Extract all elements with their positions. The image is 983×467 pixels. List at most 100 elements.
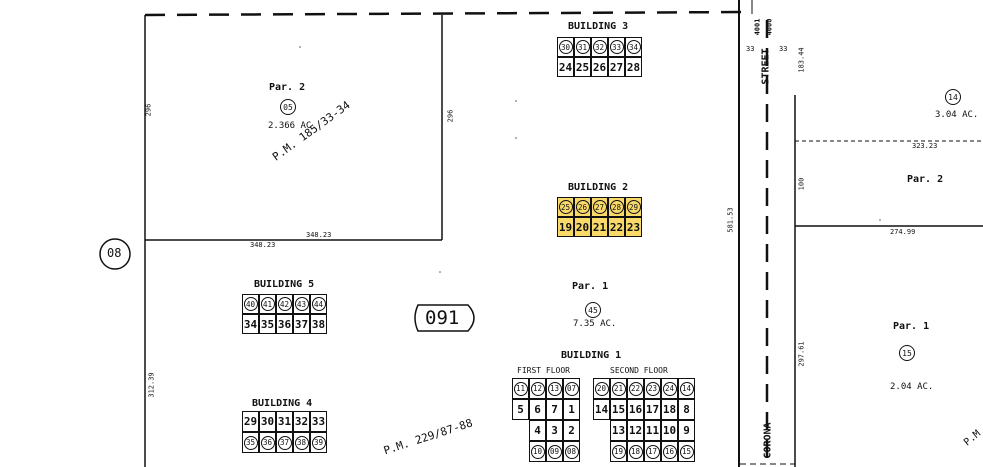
- unit-cell: 18: [661, 399, 678, 420]
- unit-number: 40: [243, 297, 258, 311]
- top-boundary-line: [144, 10, 753, 17]
- unit-cell: 4: [529, 420, 546, 441]
- parcel-1-number: 45: [585, 302, 601, 318]
- unit-cell: 24: [557, 57, 574, 77]
- unit-cell: 32: [591, 37, 608, 57]
- unit-cell: 14: [593, 399, 610, 420]
- unit-cell: 24: [661, 378, 678, 399]
- unit-cell: 39: [310, 432, 327, 453]
- unit-number: 17: [645, 444, 660, 459]
- unit-number: 2: [568, 424, 575, 437]
- unit-cell: 15: [678, 441, 695, 462]
- unit-number: 25: [575, 60, 590, 74]
- unit-cell: 25: [557, 197, 574, 217]
- unit-cell: 12: [627, 420, 644, 441]
- unit-cell: 08: [563, 441, 580, 462]
- unit-number: 24: [558, 60, 573, 74]
- parcel-2-number: 05: [280, 99, 296, 115]
- unit-cell: 10: [661, 420, 678, 441]
- unit-number: 10: [530, 444, 545, 459]
- dim-312: 312.39: [147, 372, 156, 398]
- unit-cell: 7: [546, 399, 563, 420]
- dim-33-a: 33: [746, 45, 755, 53]
- unit-number: 29: [243, 415, 258, 428]
- unit-number: 1: [568, 403, 575, 416]
- unit-number: 17: [645, 403, 660, 416]
- unit-number: 3: [551, 424, 558, 437]
- unit-cell: 25: [574, 57, 591, 77]
- unit-number: 16: [662, 444, 677, 459]
- dim-296-left: 296: [144, 103, 153, 117]
- unit-number: 09: [547, 444, 562, 459]
- unit-number: 9: [683, 424, 690, 437]
- unit-number: 32: [592, 40, 607, 54]
- right-parcel-1-area: 2.04 AC.: [890, 382, 934, 392]
- second-floor-label: SECOND FLOOR: [610, 366, 668, 375]
- street-number-4000: 4000: [765, 18, 774, 36]
- building-3-title: BUILDING 3: [568, 21, 629, 32]
- unit-cell: 17: [644, 399, 661, 420]
- unit-number: 19: [611, 444, 626, 459]
- unit-cell: 21: [610, 378, 627, 399]
- unit-number: 33: [609, 40, 624, 54]
- unit-number: 27: [609, 60, 624, 74]
- unit-number: 34: [626, 40, 641, 54]
- unit-cell: 42: [276, 294, 293, 314]
- unit-cell: 11: [644, 420, 661, 441]
- unit-cell: 6: [529, 399, 546, 420]
- unit-number: 38: [294, 435, 309, 450]
- unit-number: 08: [564, 444, 579, 459]
- unit-cell: [512, 441, 529, 462]
- unit-cell: 34: [625, 37, 642, 57]
- unit-number: 30: [558, 40, 573, 54]
- unit-cell: 19: [557, 217, 574, 237]
- unit-number: 15: [679, 444, 694, 459]
- first-floor-label: FIRST FLOOR: [517, 366, 570, 375]
- unit-cell: 19: [610, 441, 627, 462]
- unit-cell: 37: [276, 432, 293, 453]
- street-corona: CORONA: [762, 422, 774, 459]
- parcel-2-label: Par. 2: [269, 82, 306, 93]
- map-number-08: 08: [107, 246, 122, 260]
- unit-cell: 20: [574, 217, 591, 237]
- unit-number: 07: [564, 381, 579, 396]
- parcel-2-area: 2.366 AC.: [268, 121, 317, 131]
- building-2-title: BUILDING 2: [568, 182, 629, 193]
- unit-number: 35: [260, 317, 275, 331]
- unit-cell: 36: [259, 432, 276, 453]
- dim-183: 183.44: [797, 47, 806, 73]
- unit-cell: 2: [563, 420, 580, 441]
- map-number-circle: [99, 238, 131, 270]
- unit-number: 11: [645, 424, 660, 437]
- unit-number: 26: [575, 200, 590, 214]
- unit-number: 18: [628, 444, 643, 459]
- unit-cell: 43: [293, 294, 310, 314]
- right-parcel-2-label: Par. 2: [907, 174, 944, 185]
- unit-number: 11: [513, 381, 528, 396]
- unit-cell: 29: [625, 197, 642, 217]
- unit-cell: 31: [276, 411, 293, 432]
- unit-cell: [593, 420, 610, 441]
- unit-number: 31: [575, 40, 590, 54]
- unit-number: 24: [662, 381, 677, 396]
- unit-cell: 10: [529, 441, 546, 462]
- dim-296-right: 296: [446, 109, 455, 123]
- unit-cell: 21: [591, 217, 608, 237]
- unit-cell: 13: [610, 420, 627, 441]
- unit-cell: 33: [310, 411, 327, 432]
- building-5-title: BUILDING 5: [254, 279, 315, 290]
- unit-number: 8: [683, 403, 690, 416]
- unit-number: 39: [311, 435, 326, 450]
- unit-cell: 44: [310, 294, 327, 314]
- unit-number: 12: [628, 424, 643, 437]
- unit-cell: 27: [591, 197, 608, 217]
- unit-number: 26: [592, 60, 607, 74]
- map-number-091: 091: [425, 307, 460, 329]
- unit-number: 20: [594, 381, 609, 396]
- unit-cell: 22: [627, 378, 644, 399]
- unit-number: 23: [645, 381, 660, 396]
